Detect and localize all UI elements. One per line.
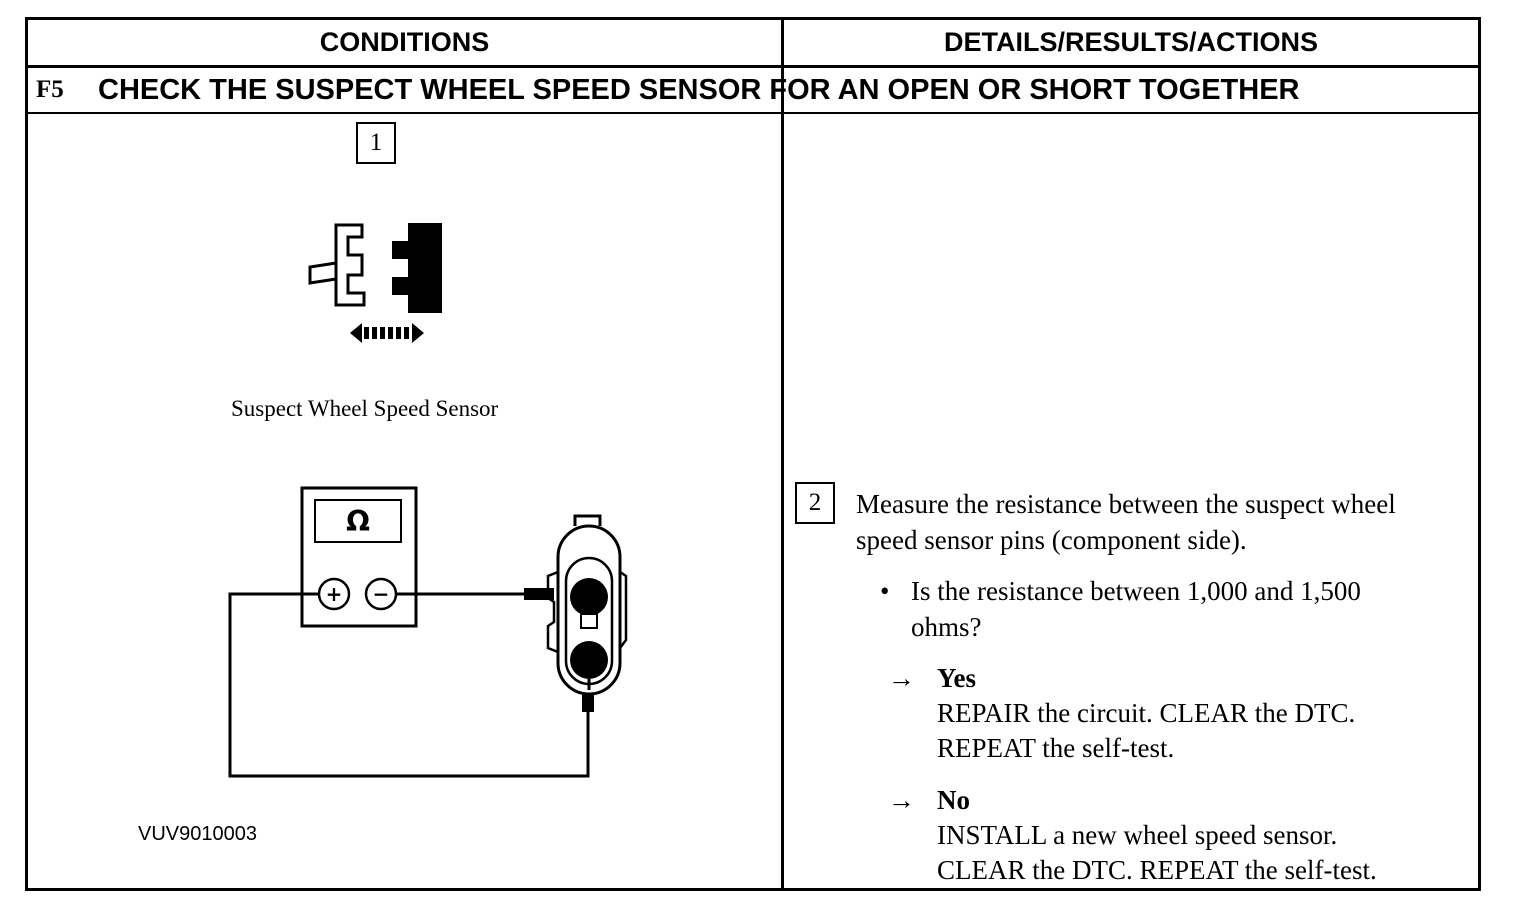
step-title: CHECK THE SUSPECT WHEEL SPEED SENSOR FOR… [98, 74, 1300, 106]
yes-label: Yes [937, 663, 976, 693]
plus-jack-symbol: + [325, 582, 343, 606]
yes-action-line-1: REPAIR the circuit. CLEAR the DTC. [937, 698, 1356, 728]
ohmmeter-circuit-illustration [228, 486, 628, 778]
figure-code: VUV9010003 [138, 823, 257, 845]
title-rule [28, 112, 1478, 114]
no-label: No [937, 785, 970, 815]
instruction-line-2: speed sensor pins (component side). [856, 525, 1247, 555]
no-arrow-icon: → [888, 785, 915, 815]
question-line-1: Is the resistance between 1,000 and 1,50… [911, 576, 1361, 606]
instruction-line-1: Measure the resistance between the suspe… [856, 489, 1396, 519]
step-title-row: F5 CHECK THE SUSPECT WHEEL SPEED SENSOR … [28, 68, 1478, 112]
bullet: • [880, 576, 890, 606]
question-line-2: ohms? [911, 612, 982, 642]
step-1-box: 1 [356, 122, 396, 164]
conditions-header: CONDITIONS [319, 27, 490, 57]
no-action-line-2: CLEAR the DTC. REPEAT the self-test. [937, 855, 1377, 885]
step-2-box: 2 [795, 482, 835, 524]
header-rule [28, 65, 1478, 68]
minus-jack-symbol: − [372, 582, 390, 606]
no-action-line-1: INSTALL a new wheel speed sensor. [937, 820, 1338, 850]
step-code: F5 [36, 76, 64, 103]
column-divider [781, 20, 784, 891]
ohm-symbol: Ω [346, 505, 370, 538]
yes-action-line-2: REPEAT the self-test. [937, 733, 1175, 763]
details-header: DETAILS/RESULTS/ACTIONS [943, 27, 1318, 57]
connector-disconnect-illustration [308, 223, 442, 343]
procedure-table: CONDITIONS DETAILS/RESULTS/ACTIONS F5 CH… [25, 17, 1481, 891]
yes-arrow-icon: → [888, 663, 915, 693]
sensor-caption: Suspect Wheel Speed Sensor [231, 396, 499, 421]
